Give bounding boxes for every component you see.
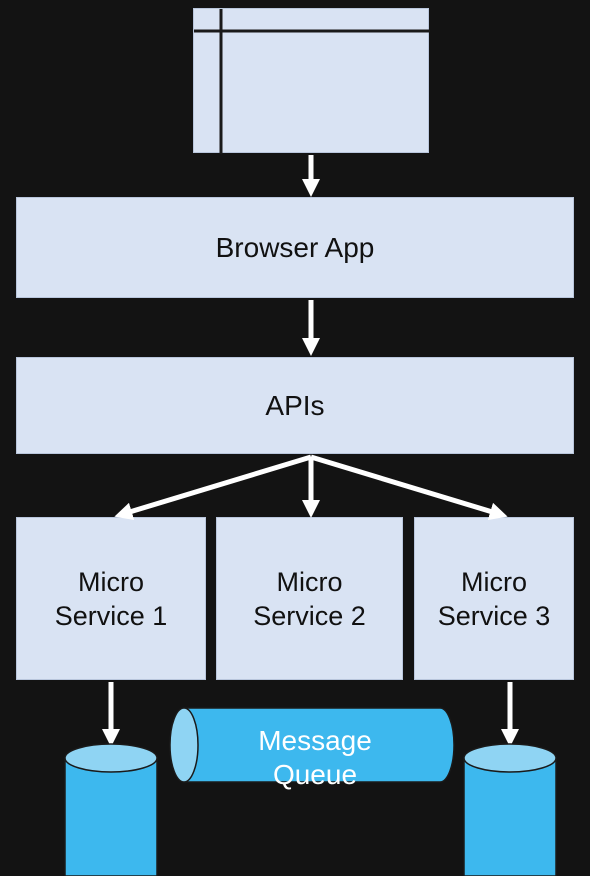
micro-service-1-line2: Service 1: [54, 600, 168, 631]
database-3-icon: [463, 743, 557, 876]
window-frame-icon: [194, 9, 430, 154]
micro-service-3-line1: Micro: [461, 566, 527, 597]
database-1-icon: [64, 743, 158, 876]
micro-service-1-line1: Micro: [78, 566, 144, 597]
browser-app-label: Browser App: [215, 231, 375, 263]
message-queue-line2: Queue: [272, 759, 358, 790]
micro-service-2-box: Micro Service 2: [216, 517, 403, 680]
micro-service-2-line1: Micro: [276, 566, 343, 597]
browser-app-box: Browser App: [16, 197, 574, 298]
micro-service-3-line2: Service 3: [437, 600, 551, 631]
message-queue-line1: Message: [258, 725, 372, 756]
arrow-apis-to-ms3: [310, 454, 508, 521]
arrow-apis-to-ms1: [114, 454, 312, 521]
message-queue-icon: [169, 707, 455, 783]
micro-service-2-line2: Service 2: [253, 600, 366, 631]
browser-window: [193, 8, 430, 154]
micro-service-1-box: Micro Service 1: [16, 517, 206, 680]
message-queue-label: Message Queue: [200, 724, 430, 792]
apis-box: APIs: [16, 357, 574, 454]
apis-label: APIs: [265, 389, 325, 421]
